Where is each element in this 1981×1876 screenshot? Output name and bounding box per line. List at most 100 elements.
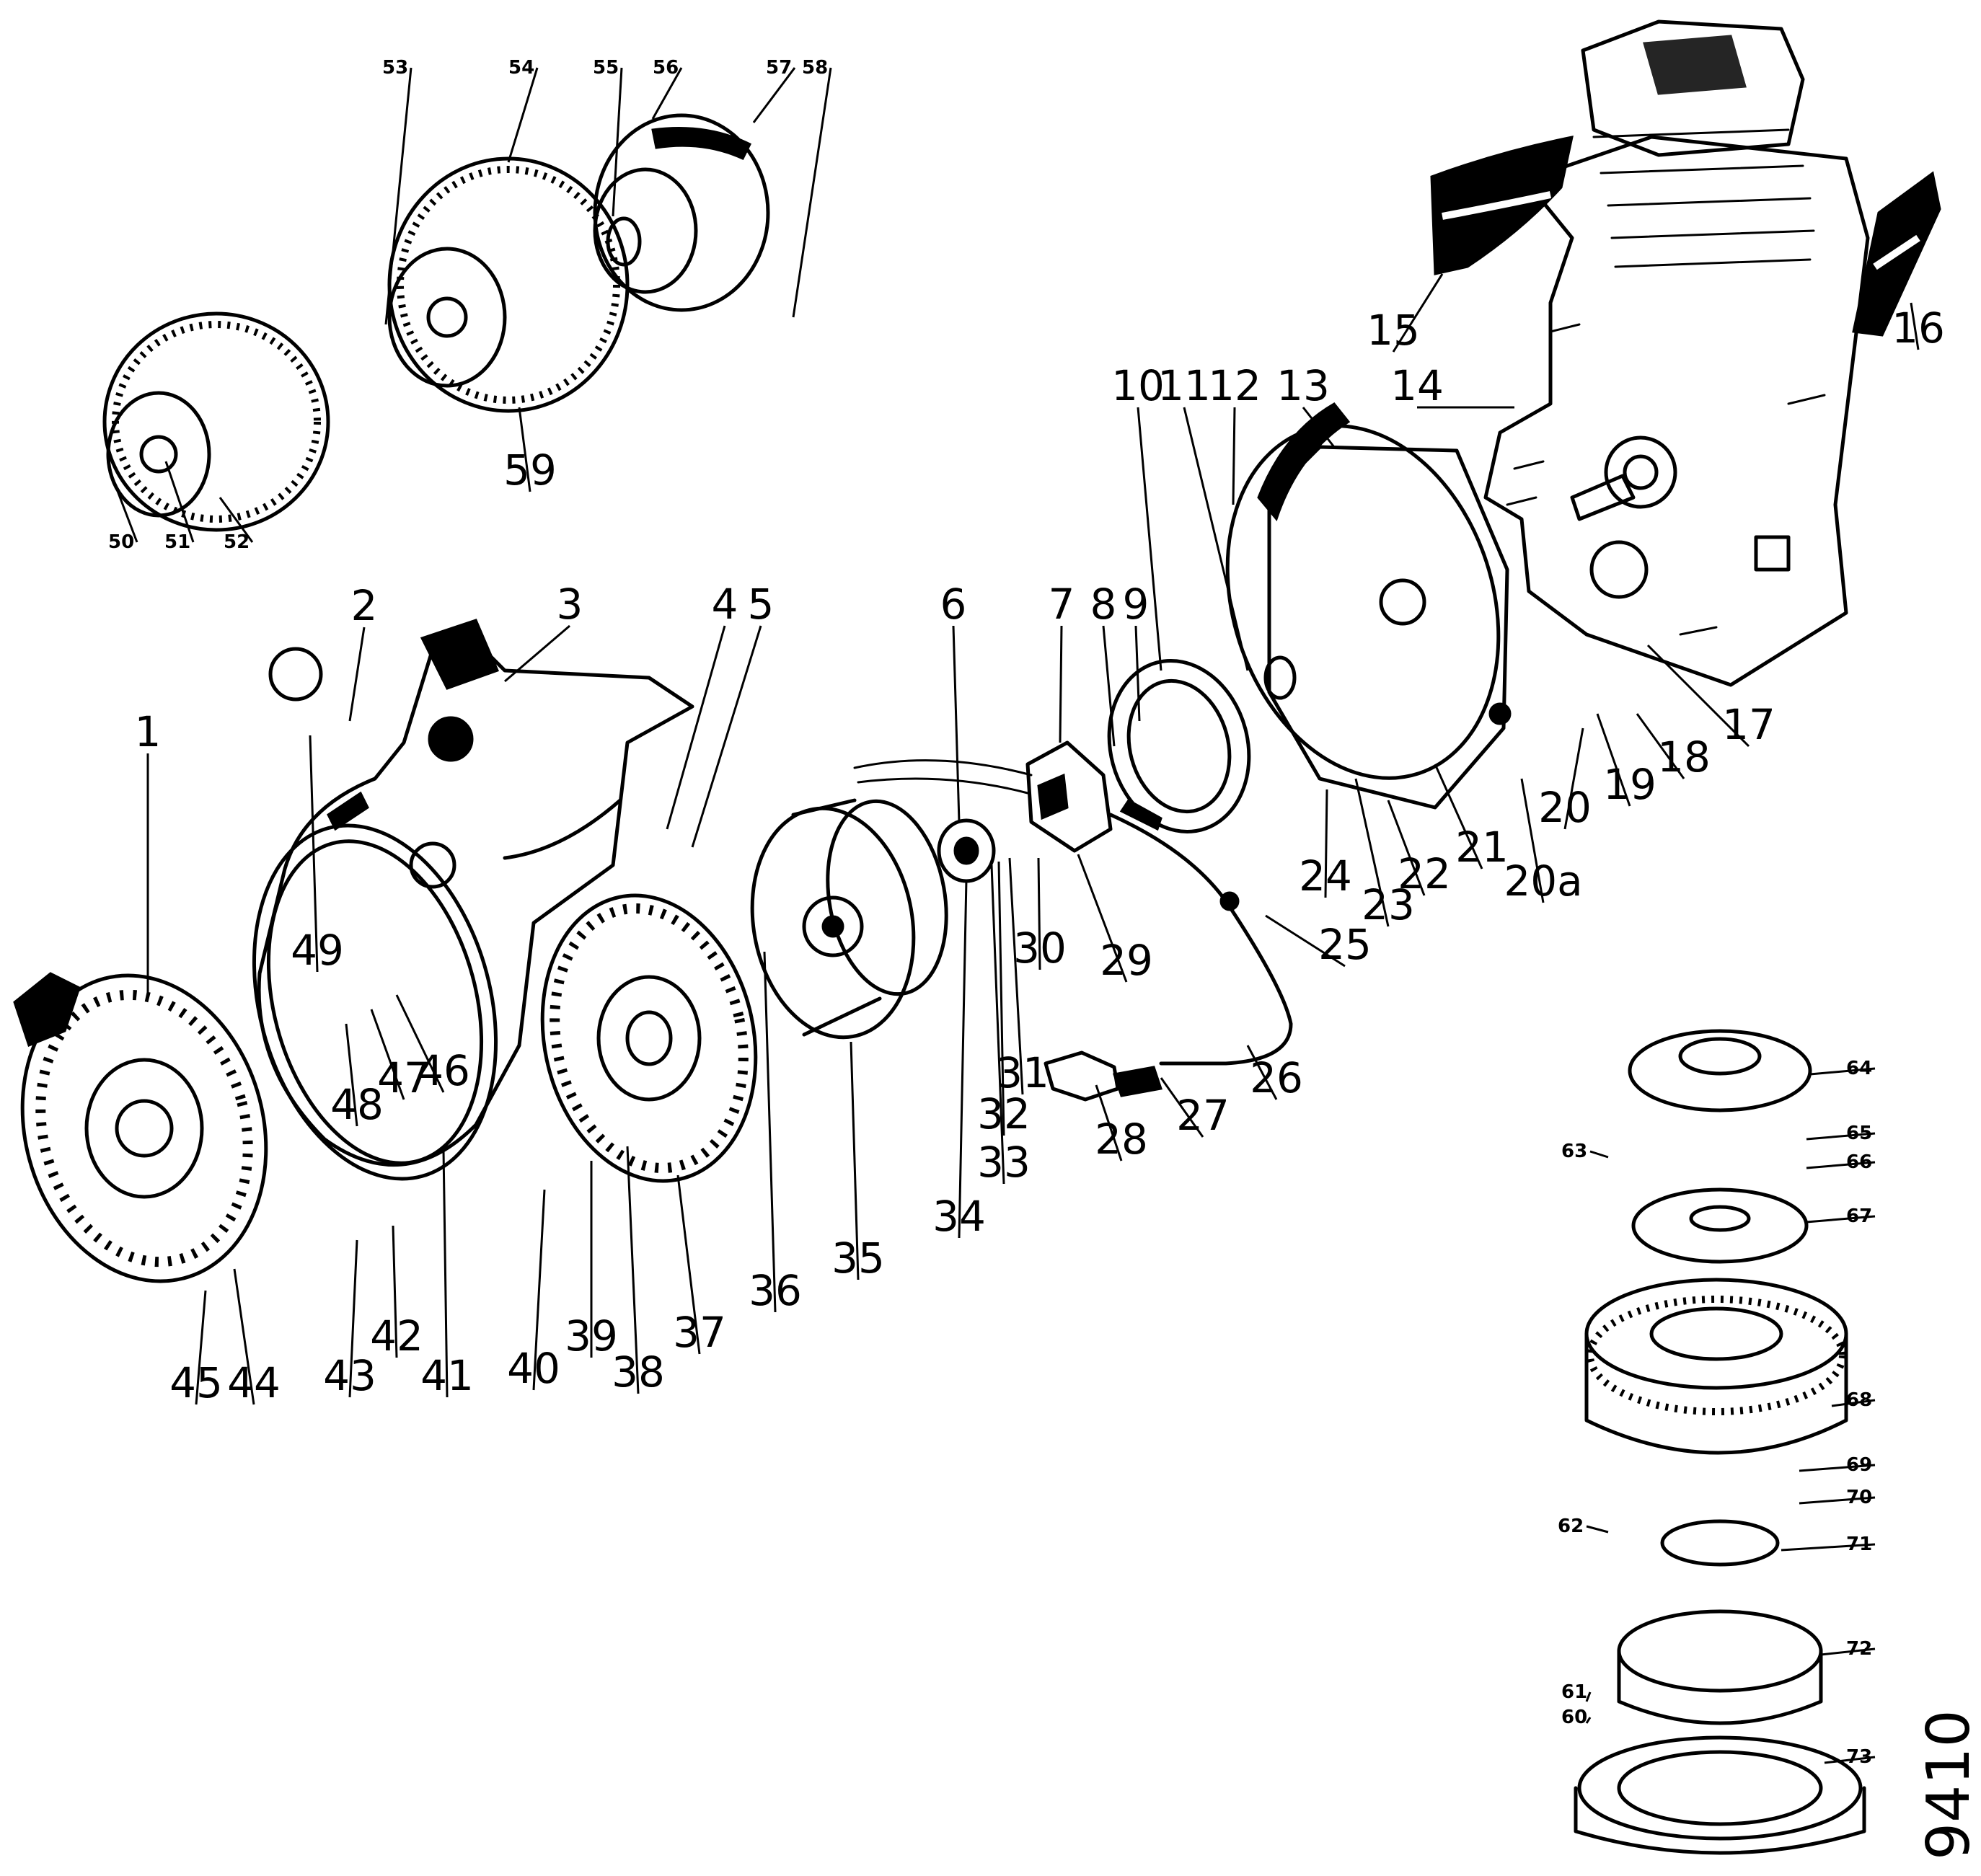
leader-line-11 [1183, 407, 1249, 671]
leader-line-50 [110, 475, 138, 543]
leader-line-57 [752, 67, 796, 123]
leader-line-16 [1910, 302, 1920, 350]
part-label-35: 35 [831, 1234, 885, 1283]
part-label-31: 31 [996, 1048, 1049, 1097]
part-label-20a: 20a [1504, 857, 1582, 906]
part-label-46: 46 [417, 1046, 470, 1095]
leader-line-35 [850, 1041, 860, 1280]
leader-line-60 [1585, 1717, 1592, 1724]
leader-line-29 [1077, 854, 1128, 983]
leader-line-47 [370, 1009, 405, 1100]
leader-line-20 [1563, 727, 1584, 830]
part-label-21: 21 [1455, 823, 1509, 872]
leader-line-68 [1831, 1399, 1876, 1407]
leader-line-5 [691, 625, 762, 848]
part-label-58: 58 [802, 57, 828, 79]
part-label-13: 13 [1276, 361, 1330, 410]
part-label-36: 36 [749, 1266, 802, 1315]
part-label-44: 44 [227, 1358, 281, 1407]
part-label-18: 18 [1657, 733, 1711, 782]
part-label-24: 24 [1299, 851, 1352, 901]
part-label-42: 42 [370, 1311, 423, 1360]
leader-line-20a [1520, 778, 1545, 903]
fan-housing-13 [1225, 402, 1512, 810]
leader-line-63 [1589, 1150, 1609, 1159]
part-label-41: 41 [420, 1351, 474, 1400]
leader-line-46 [395, 994, 445, 1093]
part-label-66: 66 [1846, 1151, 1872, 1173]
fan-wheel-37 [540, 893, 758, 1183]
leader-line-22 [1387, 800, 1426, 896]
leader-line-73 [1824, 1756, 1876, 1764]
leader-line-66 [1806, 1161, 1876, 1169]
part-label-55: 55 [593, 57, 619, 79]
part-label-53: 53 [382, 57, 408, 79]
leader-line-10 [1137, 407, 1162, 671]
leader-line-13 [1302, 407, 1336, 448]
leader-line-7 [1059, 625, 1063, 743]
ignition-module-7 [853, 740, 1293, 1066]
part-label-51: 51 [164, 531, 190, 553]
part-label-16: 16 [1892, 304, 1945, 353]
part-label-10: 10 [1111, 361, 1165, 410]
part-label-23: 23 [1362, 880, 1415, 929]
leader-line-12 [1232, 407, 1236, 505]
part-label-43: 43 [323, 1351, 376, 1400]
alternator-stator-59 [102, 311, 330, 532]
part-label-60: 60 [1561, 1707, 1587, 1728]
part-label-56: 56 [653, 57, 679, 79]
leader-line-52 [219, 497, 254, 543]
recoil-starter-1 [13, 972, 268, 1283]
leader-line-53 [384, 67, 412, 325]
leader-line-18 [1636, 713, 1685, 779]
leader-line-49 [309, 735, 319, 973]
leader-line-67 [1806, 1215, 1876, 1224]
leader-line-28 [1095, 1084, 1123, 1162]
leader-line-2 [348, 627, 366, 722]
part-label-69: 69 [1846, 1454, 1872, 1476]
leader-line-59 [518, 407, 531, 492]
leader-line-44 [233, 1268, 255, 1405]
leader-line-43 [348, 1239, 358, 1398]
part-label-49: 49 [291, 926, 344, 975]
part-label-59: 59 [503, 446, 557, 495]
leader-line-25 [1265, 914, 1346, 968]
leader-line-3 [504, 624, 570, 683]
part-label-70: 70 [1846, 1487, 1872, 1508]
leader-line-21 [1434, 764, 1483, 870]
part-label-9: 9 [1123, 580, 1150, 629]
part-label-6: 6 [940, 580, 967, 629]
part-label-68: 68 [1846, 1389, 1872, 1411]
part-label-27: 27 [1176, 1091, 1230, 1140]
leader-line-41 [442, 1149, 449, 1398]
part-label-22: 22 [1398, 849, 1451, 898]
part-label-63: 63 [1561, 1141, 1587, 1162]
part-label-40: 40 [507, 1344, 560, 1393]
engine-block [1483, 19, 1870, 687]
clutch-bell-56 [593, 113, 770, 312]
part-label-52: 52 [224, 531, 250, 553]
part-label-29: 29 [1100, 936, 1153, 985]
leader-line-30 [1037, 857, 1041, 970]
leader-lines [110, 67, 1920, 1764]
part-label-71: 71 [1846, 1534, 1872, 1555]
leader-line-64 [1809, 1067, 1876, 1076]
leader-line-70 [1799, 1496, 1876, 1505]
part-label-47: 47 [377, 1053, 431, 1102]
part-label-14: 14 [1390, 361, 1444, 410]
part-label-62: 62 [1558, 1516, 1584, 1537]
leader-line-37 [676, 1174, 701, 1355]
part-label-45: 45 [169, 1358, 223, 1407]
alternator-rotor-54 [387, 156, 630, 413]
leader-line-17 [1646, 644, 1750, 748]
leader-line-62 [1586, 1525, 1609, 1534]
part-label-8: 8 [1090, 580, 1117, 629]
part-label-72: 72 [1846, 1638, 1872, 1660]
part-label-2: 2 [351, 581, 378, 630]
part-label-61: 61 [1561, 1681, 1587, 1703]
leader-line-31 [1008, 857, 1024, 1095]
part-label-3: 3 [557, 580, 583, 629]
leader-line-56 [651, 67, 683, 120]
